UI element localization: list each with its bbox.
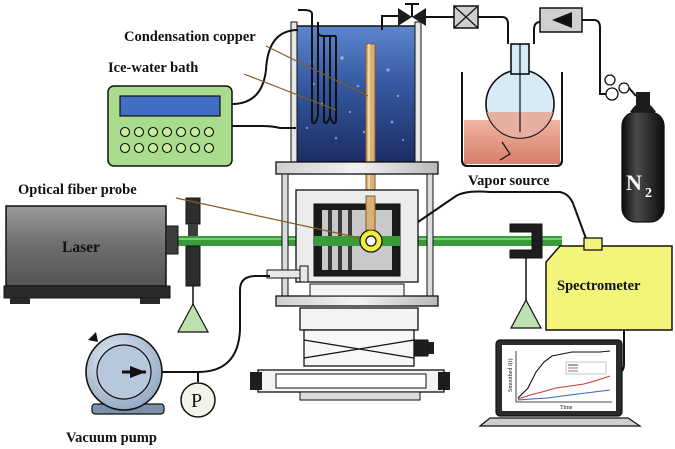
lab-jack xyxy=(250,307,450,401)
laptop-chart: Smoothed I(t) Time xyxy=(507,350,612,411)
beam-chopper-left xyxy=(176,197,210,333)
label-optical-fiber-probe: Optical fiber probe xyxy=(18,182,137,198)
label-spectrometer: Spectrometer xyxy=(557,278,641,294)
flow-meter xyxy=(539,7,583,33)
n2-gas-cylinder: N 2 xyxy=(599,74,665,223)
n2-label: N xyxy=(626,170,642,195)
label-vacuum-pump: Vacuum pump xyxy=(66,430,157,446)
vacuum-line xyxy=(132,275,270,373)
leader-ice-water-bath xyxy=(243,73,337,111)
spectrometer xyxy=(545,237,673,331)
vapor-line xyxy=(381,15,398,30)
side-fitting xyxy=(266,265,309,283)
beam-block-right xyxy=(509,223,543,329)
chart-series-black xyxy=(517,350,611,399)
controller-buttons xyxy=(119,126,215,154)
n2-subscript: 2 xyxy=(645,186,652,201)
needle-valve xyxy=(398,3,426,26)
label-laser: Laser xyxy=(62,239,100,256)
pressure-gauge: P xyxy=(180,372,216,418)
label-ice-water-bath: Ice-water bath xyxy=(108,60,198,76)
copper-rod-tip xyxy=(365,195,376,231)
chart-xlabel: Time xyxy=(560,405,573,411)
temperature-controller xyxy=(107,85,233,167)
vapor-source xyxy=(461,43,563,167)
chart-series-red xyxy=(517,375,611,400)
chart-ylabel: Smoothed I(t) xyxy=(507,359,514,393)
cooling-coil xyxy=(298,9,337,125)
laser-unit xyxy=(3,205,179,304)
vapor-filter xyxy=(453,5,479,29)
sample-probe-spot xyxy=(359,229,383,253)
leader-optical-fiber-probe xyxy=(175,197,361,239)
leader-condensation-copper xyxy=(265,45,369,97)
chart-series-blue xyxy=(517,389,611,401)
pressure-gauge-label: P xyxy=(191,390,202,412)
fiber-to-spectrometer xyxy=(417,190,589,245)
vacuum-pump xyxy=(85,332,165,415)
ice-water-bath xyxy=(290,21,422,165)
controller-wire-bottom xyxy=(232,125,296,129)
laser-beam-in-chamber xyxy=(314,236,400,246)
laptop xyxy=(478,339,642,427)
label-condensation-copper: Condensation copper xyxy=(124,29,256,45)
controller-wire-top xyxy=(231,29,299,105)
label-vapor-source: Vapor source xyxy=(468,173,550,189)
